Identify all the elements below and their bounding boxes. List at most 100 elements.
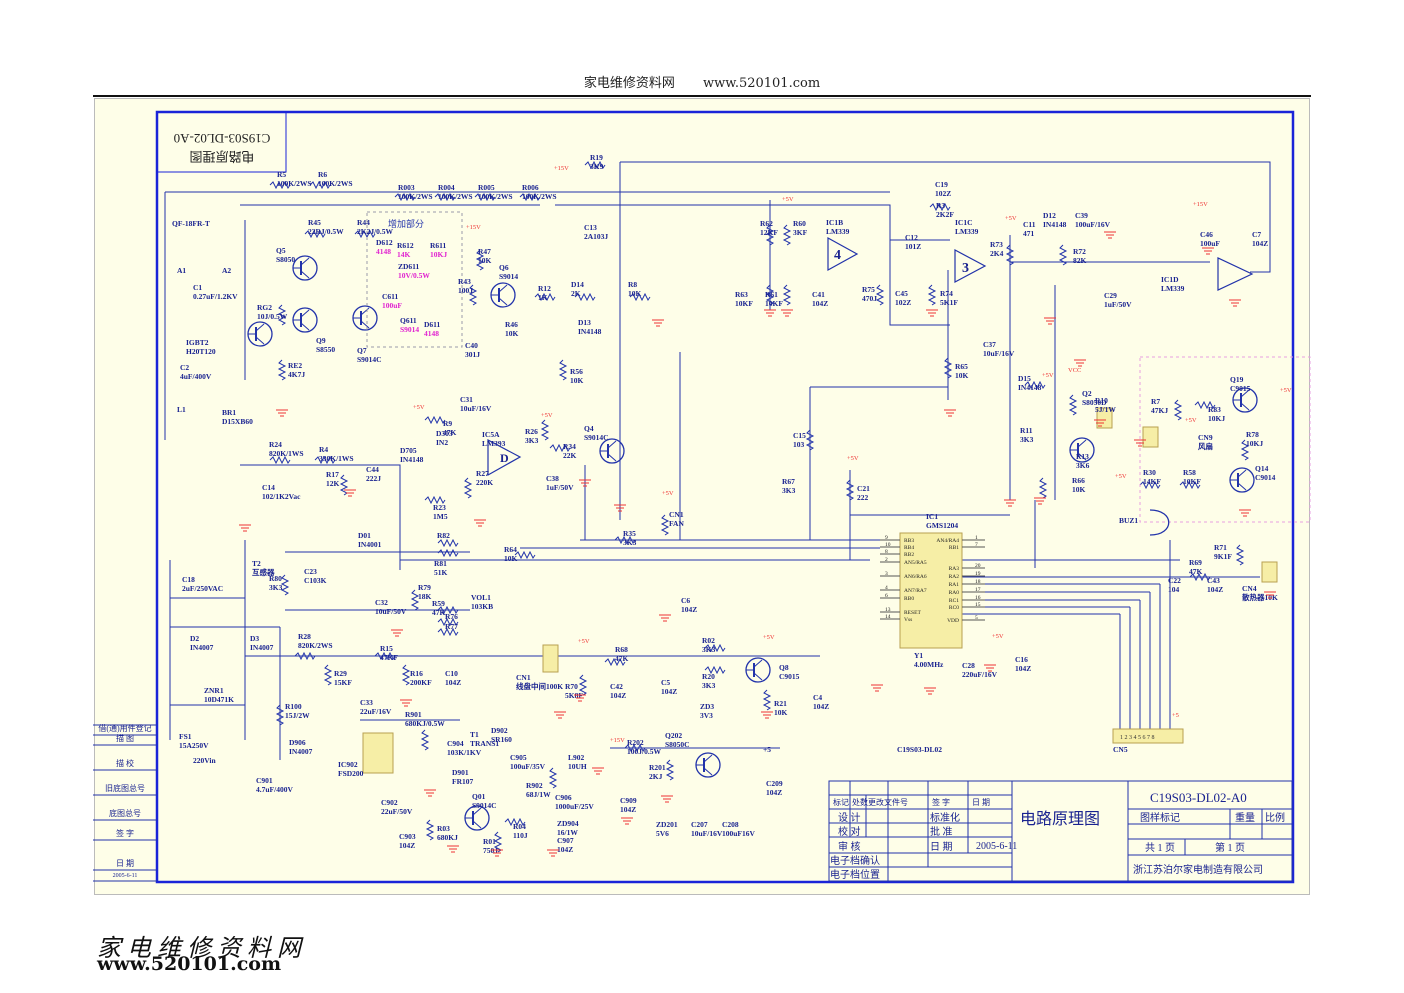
svg-text:BR1: BR1 bbox=[222, 408, 236, 417]
svg-text:102Z: 102Z bbox=[935, 189, 951, 198]
svg-text:1000uF/25V: 1000uF/25V bbox=[555, 802, 594, 811]
mcu-pin-rb1: RB1 bbox=[949, 545, 959, 551]
svg-text:FR107: FR107 bbox=[452, 777, 473, 786]
svg-text:17: 17 bbox=[975, 587, 981, 593]
svg-text:4148: 4148 bbox=[376, 247, 391, 256]
svg-text:10: 10 bbox=[885, 542, 891, 548]
tb-edoc-location: 电子档位置 bbox=[830, 868, 880, 881]
svg-text:C903: C903 bbox=[399, 832, 416, 841]
svg-text:IN4148: IN4148 bbox=[1018, 383, 1042, 392]
mcu-ic1 bbox=[899, 532, 963, 649]
svg-text:15A250V: 15A250V bbox=[179, 741, 209, 750]
svg-text:R44: R44 bbox=[357, 218, 370, 227]
svg-text:C5: C5 bbox=[661, 678, 670, 687]
svg-text:VOL1: VOL1 bbox=[471, 593, 491, 602]
svg-text:10K: 10K bbox=[1072, 485, 1086, 494]
svg-text:C12: C12 bbox=[905, 233, 918, 242]
side-table-row: 描 图 bbox=[116, 733, 134, 743]
svg-text:IN4148: IN4148 bbox=[1043, 220, 1067, 229]
svg-text:QF-18FR-T: QF-18FR-T bbox=[172, 219, 210, 228]
svg-text:104Z: 104Z bbox=[1015, 664, 1031, 673]
svg-text:R56: R56 bbox=[570, 367, 583, 376]
svg-text:301J: 301J bbox=[465, 350, 480, 359]
svg-text:22uF/50V: 22uF/50V bbox=[381, 807, 413, 816]
svg-text:10uF/16V: 10uF/16V bbox=[691, 829, 723, 838]
power-rail-label: +5V bbox=[1005, 215, 1017, 222]
tb-page-no: 第 1 页 bbox=[1215, 841, 1245, 854]
svg-text:22uF/16V: 22uF/16V bbox=[360, 707, 392, 716]
svg-text:C19S03-DL02-A0: C19S03-DL02-A0 bbox=[174, 131, 271, 146]
svg-text:22RJ/0.5W: 22RJ/0.5W bbox=[308, 227, 344, 236]
site-name: 家电维修资料网 bbox=[583, 76, 675, 91]
svg-text:C1: C1 bbox=[193, 283, 202, 292]
mcu-pin-vss: Vss bbox=[904, 617, 912, 623]
svg-text:10UH: 10UH bbox=[568, 762, 587, 771]
mcu-right-pins: 1AN4/RA47RB120RA319RA218RA117RA016RC115R… bbox=[936, 535, 985, 624]
svg-text:SR160: SR160 bbox=[491, 735, 512, 744]
svg-text:IC1B: IC1B bbox=[826, 218, 843, 227]
svg-text:S8050: S8050 bbox=[276, 255, 295, 264]
svg-text:IC5A: IC5A bbox=[482, 430, 500, 439]
svg-text:RG2: RG2 bbox=[257, 303, 272, 312]
svg-text:C45: C45 bbox=[895, 289, 908, 298]
comparator-symbols bbox=[487, 236, 1254, 477]
svg-text:IC1: IC1 bbox=[926, 512, 938, 521]
svg-text:9: 9 bbox=[885, 535, 888, 541]
svg-text:R75: R75 bbox=[862, 285, 875, 294]
svg-text:47KF: 47KF bbox=[380, 653, 398, 662]
svg-text:5: 5 bbox=[975, 615, 978, 621]
power-rail-label: +5V bbox=[1280, 387, 1292, 394]
svg-text:10KJ: 10KJ bbox=[430, 250, 447, 259]
component-buz1: BUZ1 bbox=[1119, 516, 1138, 525]
svg-text:470J: 470J bbox=[862, 294, 877, 303]
svg-text:3K3: 3K3 bbox=[702, 681, 716, 690]
mcu-pin-rb0: RB0 bbox=[904, 596, 914, 602]
svg-text:C9015: C9015 bbox=[1230, 384, 1251, 393]
svg-text:C22: C22 bbox=[1168, 576, 1181, 585]
power-rail-label: +5V bbox=[1185, 417, 1197, 424]
svg-text:C46: C46 bbox=[1200, 230, 1213, 239]
svg-text:IN4148: IN4148 bbox=[578, 327, 602, 336]
component-r77: R77 bbox=[445, 622, 458, 631]
svg-text:Q7: Q7 bbox=[357, 346, 367, 355]
svg-text:CN1: CN1 bbox=[669, 510, 684, 519]
svg-text:Y1: Y1 bbox=[914, 651, 923, 660]
side-table-row: 日 期 bbox=[116, 859, 134, 868]
svg-text:3K3: 3K3 bbox=[623, 538, 637, 547]
svg-text:IC902: IC902 bbox=[338, 760, 358, 769]
svg-text:3K6: 3K6 bbox=[1076, 461, 1090, 470]
side-table-row: 签 字 bbox=[116, 828, 134, 838]
rail-15v: +15V bbox=[554, 165, 569, 172]
svg-text:IN4001: IN4001 bbox=[358, 540, 382, 549]
